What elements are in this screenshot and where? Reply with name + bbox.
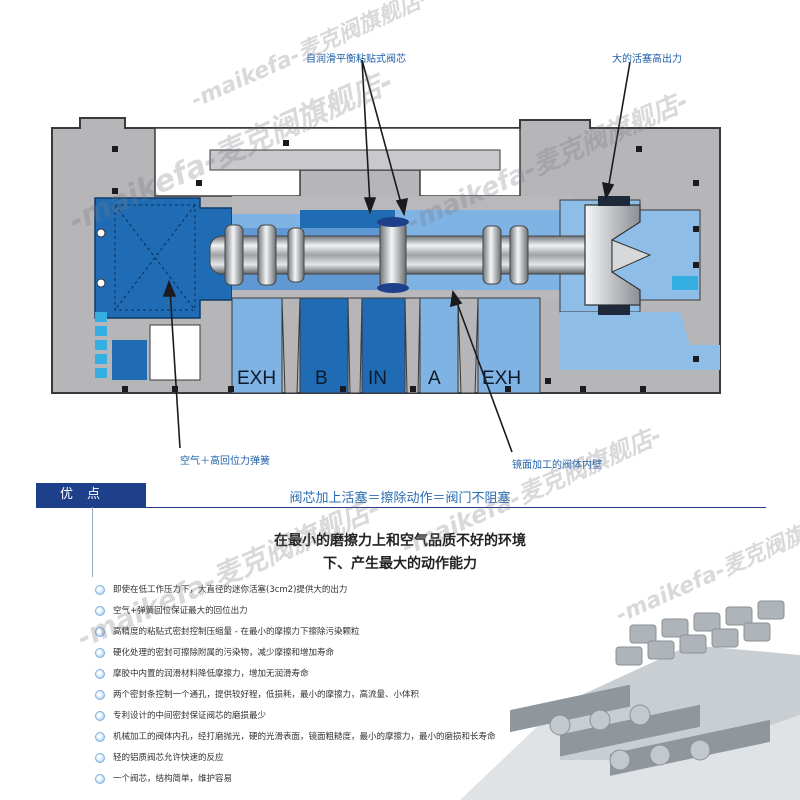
- advantages-feature-list: 即使在低工作压力下，大直径的迷你活塞(3cm2)提供大的出力 空气+弹簧回位保证…: [95, 585, 496, 795]
- advantages-divider: [92, 507, 93, 577]
- pilot-port: [672, 276, 698, 290]
- port-channels: [231, 297, 541, 394]
- port-label-exh-right: EXH: [482, 368, 521, 389]
- bullet-icon: [95, 585, 105, 595]
- bullet-icon: [95, 648, 105, 658]
- advantages-rule: [36, 507, 766, 508]
- feature-item: 一个阀芯，结构简单，维护容易: [95, 774, 496, 795]
- feature-item: 空气+弹簧回位保证最大的回位出力: [95, 606, 496, 627]
- bullet-icon: [95, 711, 105, 721]
- advantages-headline-line2: 下、产生最大的动作能力: [323, 556, 477, 572]
- seal-markers: [112, 140, 699, 392]
- feature-item: 高精度的粘贴式密封控制压缩量 - 在最小的摩擦力下擦除污染颗粒: [95, 627, 496, 648]
- callout-mirror-wall: 镜面加工的阀体内壁: [512, 460, 602, 471]
- leader-arrows: [162, 59, 631, 453]
- callout-self-lubricating-spool: 自润滑平衡粘贴式阀芯: [306, 54, 406, 65]
- bullet-icon: [95, 627, 105, 637]
- bullet-icon: [95, 669, 105, 679]
- feature-item: 轻的铝质阀芯允许快速的反应: [95, 753, 496, 774]
- port-label-exh-left: EXH: [237, 368, 276, 389]
- feature-item: 机械加工的阀体内孔，经打磨抛光，硬的光滑表面，镜面粗糙度，最小的摩擦力，最小的磨…: [95, 732, 496, 753]
- port-label-a: A: [428, 368, 441, 389]
- bullet-icon: [95, 690, 105, 700]
- bullet-icon: [95, 732, 105, 742]
- callout-air-spring: 空气＋高回位力弹簧: [180, 456, 270, 467]
- feature-item: 硬化处理的密封可擦除附属的污染物，减少摩擦和增加寿命: [95, 648, 496, 669]
- advantages-tab: 优点: [36, 483, 146, 507]
- feature-item: 即使在低工作压力下，大直径的迷你活塞(3cm2)提供大的出力: [95, 585, 496, 606]
- port-labels: EXH B IN A EXH: [237, 368, 521, 389]
- left-air-chamber: [94, 197, 233, 319]
- port-label-b: B: [315, 368, 328, 389]
- bullet-icon: [95, 774, 105, 784]
- valve-cross-section: EXH B IN A EXH: [51, 59, 721, 453]
- feature-item: 专利设计的中间密封保证阀芯的磨损最少: [95, 711, 496, 732]
- bullet-icon: [95, 753, 105, 763]
- feature-item: 两个密封条控制一个通孔，提供较好程，低损耗，最小的摩擦力，高流量、小体积: [95, 690, 496, 711]
- bullet-icon: [95, 606, 105, 616]
- feature-item: 摩胶中内置的润滑材料降低摩擦力，增加无润滑寿命: [95, 669, 496, 690]
- spool: [209, 217, 601, 293]
- advantages-summary: 阀芯加上活塞＝擦除动作＝阀门不阻塞: [289, 491, 511, 506]
- port-label-in: IN: [368, 368, 387, 389]
- piston: [584, 196, 652, 315]
- callout-large-piston: 大的活塞高出力: [612, 54, 682, 65]
- top-pocket-dark: [300, 210, 395, 228]
- advantages-headline-line1: 在最小的磨擦力上和空气品质不好的环境: [274, 533, 526, 549]
- top-pocket-light: [232, 214, 300, 228]
- left-bottom-pockets: [95, 312, 201, 381]
- valve-manifold-photo: [440, 585, 800, 800]
